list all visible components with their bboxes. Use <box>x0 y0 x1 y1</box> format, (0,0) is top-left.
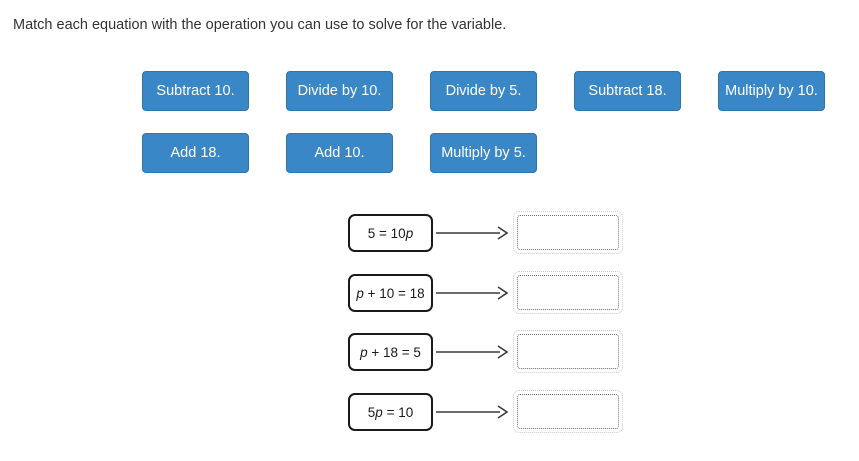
prompt-text: Match each equation with the operation y… <box>13 17 507 33</box>
tile-add-18[interactable]: Add 18. <box>142 133 249 173</box>
answer-tiles-row-1: Subtract 10. Divide by 10. Divide by 5. … <box>142 71 825 111</box>
right-arrow-icon <box>436 405 509 419</box>
equation-variable: p <box>356 285 364 301</box>
drop-zone-inner <box>517 334 619 369</box>
drop-zone-1[interactable] <box>513 211 623 254</box>
match-row-3: p + 18 = 5 <box>348 330 624 373</box>
equation-text: 5 = 10 <box>367 225 406 241</box>
drop-zone-3[interactable] <box>513 330 623 373</box>
right-arrow-icon <box>436 345 509 359</box>
equation-variable: p <box>360 344 368 360</box>
tile-subtract-18[interactable]: Subtract 18. <box>574 71 681 111</box>
equation-text: 5 <box>367 404 376 420</box>
equation-variable: p <box>375 404 383 420</box>
drop-zone-4[interactable] <box>513 390 623 433</box>
equation-text: = 10 <box>382 404 414 420</box>
tile-multiply-by-5[interactable]: Multiply by 5. <box>430 133 537 173</box>
match-row-2: p + 10 = 18 <box>348 271 624 314</box>
right-arrow-icon <box>436 226 509 240</box>
equation-text: + 18 = 5 <box>367 344 421 360</box>
right-arrow-icon <box>436 286 509 300</box>
drop-zone-inner <box>517 394 619 429</box>
tile-divide-by-5[interactable]: Divide by 5. <box>430 71 537 111</box>
tile-subtract-10[interactable]: Subtract 10. <box>142 71 249 111</box>
tile-divide-by-10[interactable]: Divide by 10. <box>286 71 393 111</box>
tile-multiply-by-10[interactable]: Multiply by 10. <box>718 71 825 111</box>
drop-zone-2[interactable] <box>513 271 623 314</box>
equation-text: + 10 = 18 <box>363 285 425 301</box>
equation-box-2: p + 10 = 18 <box>348 274 433 312</box>
equation-variable: p <box>405 225 414 241</box>
equation-box-3: p + 18 = 5 <box>348 333 433 371</box>
tile-add-10[interactable]: Add 10. <box>286 133 393 173</box>
answer-tiles-row-2: Add 18. Add 10. Multiply by 5. <box>142 133 537 173</box>
drop-zone-inner <box>517 275 619 310</box>
drop-zone-inner <box>517 215 619 250</box>
